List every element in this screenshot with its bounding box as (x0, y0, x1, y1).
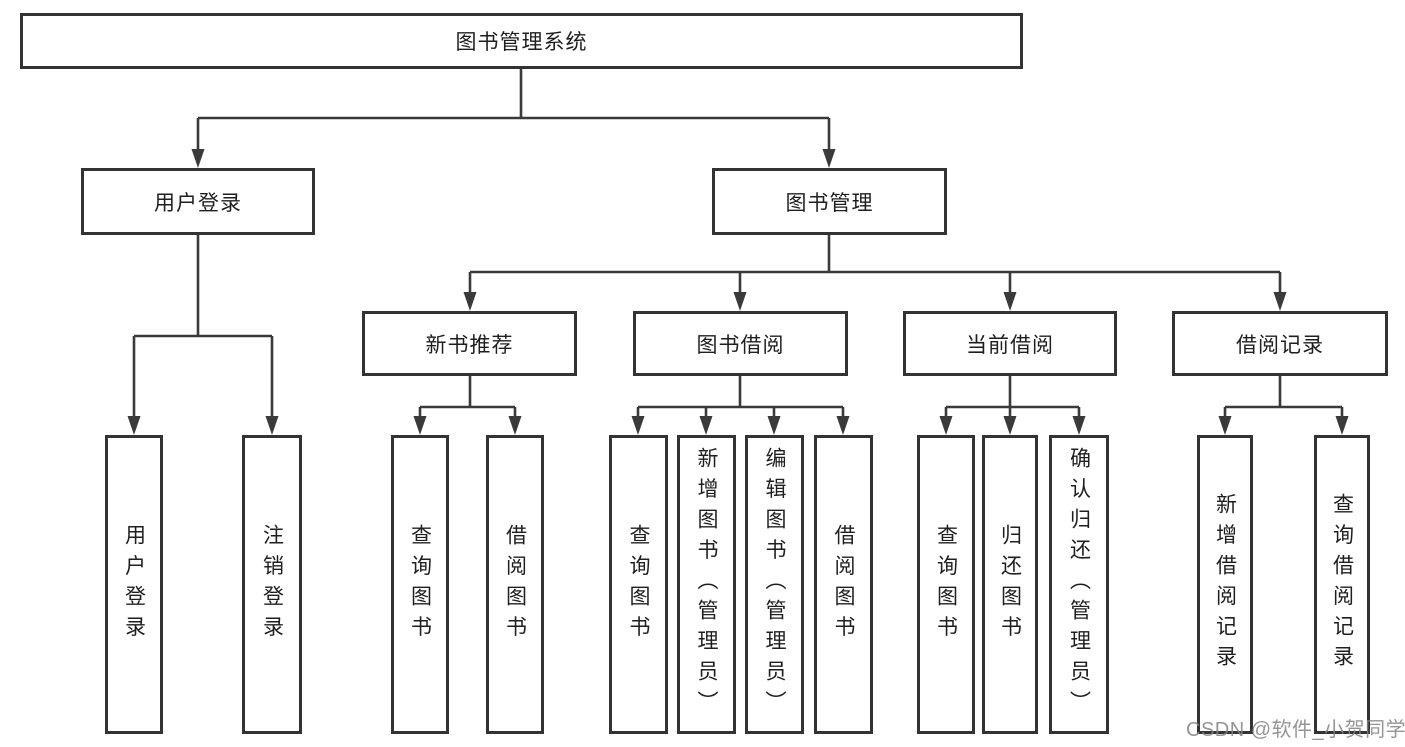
leaf-label: 查询图书 (408, 523, 432, 646)
watermark: CSDN @软件_小贺同学 (1186, 719, 1405, 741)
leaf-label: 查询图书 (627, 523, 650, 646)
leaf-label: 编辑图书（管理员） (763, 447, 786, 722)
leaf-label: 借阅图书 (503, 523, 527, 646)
leaf-label: 查询借阅记录 (1330, 493, 1354, 676)
leaf-query-borrow-record: 查询借阅记录 (1314, 435, 1370, 734)
node-current-borrowing: 当前借阅 (903, 311, 1117, 376)
leaf-return-books: 归还图书 (982, 435, 1038, 734)
leaf-label: 新增图书（管理员） (695, 447, 718, 722)
leaf-query-books-2: 查询图书 (609, 435, 668, 734)
leaf-label: 新增借阅记录 (1213, 493, 1237, 676)
leaf-add-books-admin: 新增图书（管理员） (677, 435, 736, 734)
leaf-label: 注销登录 (260, 523, 284, 646)
node-book-management: 图书管理 (712, 168, 947, 235)
node-user-login: 用户登录 (81, 168, 315, 235)
leaf-user-login: 用户登录 (105, 435, 163, 734)
leaf-label: 确认归还（管理员） (1067, 447, 1091, 722)
leaf-label: 查询图书 (934, 523, 958, 646)
leaf-confirm-return-admin: 确认归还（管理员） (1049, 435, 1109, 734)
leaf-borrow-books-1: 借阅图书 (486, 435, 544, 734)
node-borrowing-records: 借阅记录 (1172, 311, 1388, 376)
leaf-edit-books-admin: 编辑图书（管理员） (745, 435, 804, 734)
leaf-logout: 注销登录 (242, 435, 302, 734)
leaf-label: 归还图书 (998, 523, 1022, 646)
leaf-query-books-3: 查询图书 (917, 435, 975, 734)
leaf-label: 用户登录 (122, 523, 146, 646)
leaf-borrow-books-2: 借阅图书 (814, 435, 873, 734)
node-library-management-system: 图书管理系统 (20, 13, 1023, 69)
leaf-query-books-1: 查询图书 (391, 435, 449, 734)
leaf-label: 借阅图书 (832, 523, 855, 646)
leaf-add-borrow-record: 新增借阅记录 (1197, 435, 1253, 734)
node-new-book-recommendation: 新书推荐 (362, 311, 577, 376)
node-book-borrowing: 图书借阅 (633, 311, 848, 376)
